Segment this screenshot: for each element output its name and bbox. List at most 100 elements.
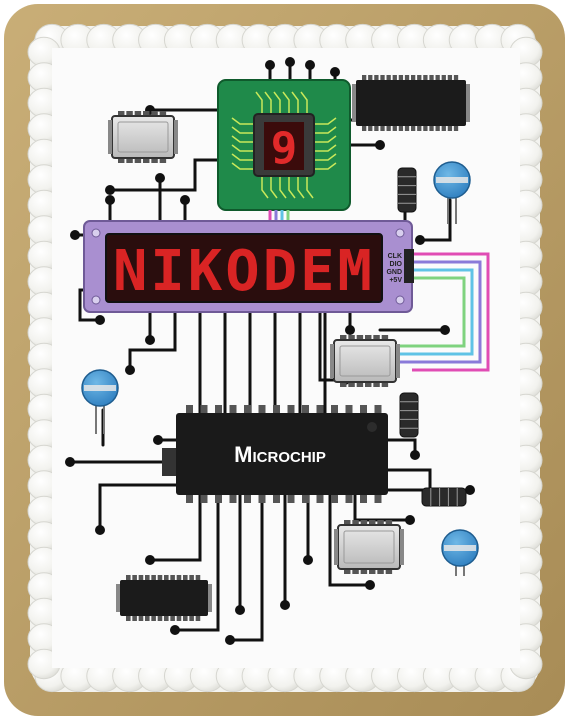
trace-endpoint — [145, 335, 155, 345]
display-screen — [105, 233, 383, 303]
pin-label-clk: CLK — [388, 253, 402, 260]
cpu-pin — [231, 126, 254, 134]
cpu-pin — [314, 162, 337, 170]
capacitor-icon — [397, 167, 417, 213]
microchip-pin — [215, 494, 222, 503]
cpu-pin — [264, 91, 272, 114]
microchip-body — [176, 413, 388, 495]
cpu-digit: 9 — [271, 123, 298, 174]
microchip-pin — [258, 405, 266, 414]
capacitor-icon — [421, 487, 467, 507]
microchip-pin — [302, 405, 309, 414]
trace-endpoint — [440, 325, 450, 335]
ribbon-wire — [412, 252, 490, 372]
cpu-pin — [314, 135, 337, 143]
trace — [228, 493, 264, 642]
microchip-pin — [331, 405, 338, 414]
trace-endpoint — [145, 555, 155, 565]
microchip-pin — [316, 494, 324, 503]
chip-icon — [116, 575, 212, 621]
trace-endpoint — [125, 365, 135, 375]
resistor-icon — [81, 369, 119, 434]
microchip-pin — [215, 405, 222, 414]
microchip-pin — [374, 405, 382, 414]
trace — [418, 198, 452, 242]
microchip-pin — [244, 494, 251, 503]
chip-icon — [108, 111, 178, 163]
mount-hole-left-bottom — [91, 295, 101, 305]
microchip-pin — [287, 405, 295, 414]
cpu-pin — [231, 144, 254, 152]
trace-endpoint — [265, 60, 275, 70]
trace-endpoint — [105, 185, 115, 195]
mount-hole-right-top — [395, 228, 405, 238]
trace-endpoint — [280, 600, 290, 610]
cpu-pin — [282, 91, 290, 114]
cpu-pin — [261, 176, 269, 199]
trace — [98, 483, 178, 532]
display-name-text: NIKODEM — [113, 239, 375, 304]
trace-endpoint — [155, 173, 165, 183]
trace-endpoint — [180, 195, 190, 205]
cpu-pin — [231, 117, 254, 125]
cpu-pin — [231, 162, 254, 170]
components — [81, 75, 479, 621]
microchip-pin — [258, 494, 266, 503]
trace-endpoint — [70, 230, 80, 240]
trace-endpoint — [405, 515, 415, 525]
microchip-side-tab — [162, 448, 176, 476]
microchip-pin — [287, 494, 295, 503]
trace-endpoint — [305, 60, 315, 70]
microchip-pin — [200, 494, 208, 503]
trace-endpoint — [235, 605, 245, 615]
cpu-pin — [314, 117, 337, 125]
trace — [173, 493, 220, 632]
cpu-pin — [291, 91, 299, 114]
microchip-pin — [345, 405, 353, 414]
cpu-pin — [300, 91, 308, 114]
display-pin-header: CLK DIO GND +5V — [386, 249, 414, 284]
trace-endpoint — [225, 635, 235, 645]
cpu-pin — [231, 135, 254, 143]
microchip-pin — [302, 494, 309, 503]
trace — [148, 493, 202, 562]
microchip-notch — [367, 422, 377, 432]
cpu-pin — [314, 153, 337, 161]
trace-endpoint — [330, 67, 340, 77]
mount-hole-right-bottom — [395, 295, 405, 305]
microchip-pin — [186, 494, 193, 503]
cpu-pin — [273, 91, 281, 114]
trace-endpoint — [65, 457, 75, 467]
ribbon-wire — [400, 260, 482, 364]
trace-endpoint — [375, 140, 385, 150]
cpu-pin — [314, 126, 337, 134]
microchip-pin — [229, 405, 237, 414]
pin-label-5v: +5V — [389, 277, 402, 284]
ribbon-wire — [400, 268, 474, 356]
pin-label-gnd: GND — [386, 269, 402, 276]
microchip-pin — [345, 494, 353, 503]
capacitor-icon — [399, 392, 419, 438]
trace-endpoint — [105, 195, 115, 205]
cpu-pin — [288, 176, 296, 199]
trace-endpoint — [170, 625, 180, 635]
microchip-label: Microchip — [234, 442, 326, 467]
trace-endpoints — [65, 57, 475, 645]
pin-label-dio: DIO — [390, 261, 403, 268]
microchip-ic: Microchip — [162, 405, 388, 503]
resistor-icon — [433, 161, 471, 224]
chip-icon — [330, 335, 400, 387]
cpu-module: 9 — [217, 79, 351, 221]
ribbon-wires — [400, 252, 490, 372]
trace-endpoint — [415, 235, 425, 245]
microchip-pin — [374, 494, 382, 503]
trace-endpoint — [95, 315, 105, 325]
microchip-pin — [360, 405, 367, 414]
cpu-pin — [314, 144, 337, 152]
trace — [78, 288, 102, 322]
cpu-pin — [255, 91, 263, 114]
resistor-icon — [441, 529, 479, 576]
trace-endpoint — [285, 57, 295, 67]
seven-segment-display-module: NIKODEM CLK DIO GND +5V — [83, 220, 414, 313]
